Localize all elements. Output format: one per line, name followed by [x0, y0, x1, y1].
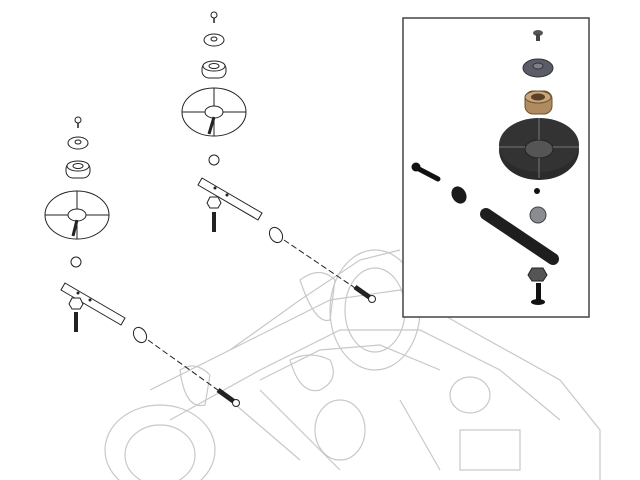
nut-icon: [527, 267, 548, 282]
pin-icon: [411, 162, 441, 182]
bearing-icon: [524, 90, 553, 115]
middle-assembly: [181, 11, 376, 303]
screw-icon: [74, 116, 82, 128]
disc-icon: [499, 118, 579, 180]
washer-icon: [451, 186, 467, 204]
washer-icon: [132, 326, 148, 344]
detail-inset: [402, 17, 590, 318]
washer-icon: [203, 33, 225, 47]
nut-icon: [68, 297, 84, 310]
disc-icon: [44, 190, 110, 240]
shaft-icon: [60, 282, 126, 326]
screw-icon: [210, 11, 218, 23]
screw-icon: [533, 30, 543, 41]
ball-icon: [529, 188, 547, 224]
washer-icon: [522, 58, 554, 78]
shaft-icon: [480, 208, 559, 265]
screw-icon: [531, 283, 545, 305]
bearing-icon: [201, 60, 227, 79]
assembly-guide-line: [283, 239, 359, 291]
shaft-icon: [197, 177, 263, 221]
washer-icon: [67, 136, 89, 150]
nut-icon: [206, 196, 222, 209]
ball-icon: [70, 256, 82, 268]
washer-icon: [268, 226, 284, 244]
assembly-guide-line: [147, 339, 223, 394]
bearing-icon: [65, 160, 91, 179]
pin-icon: [353, 284, 376, 303]
left-assembly: [44, 116, 240, 407]
pin-icon: [216, 387, 240, 407]
disc-icon: [181, 87, 247, 137]
ball-icon: [208, 154, 220, 166]
